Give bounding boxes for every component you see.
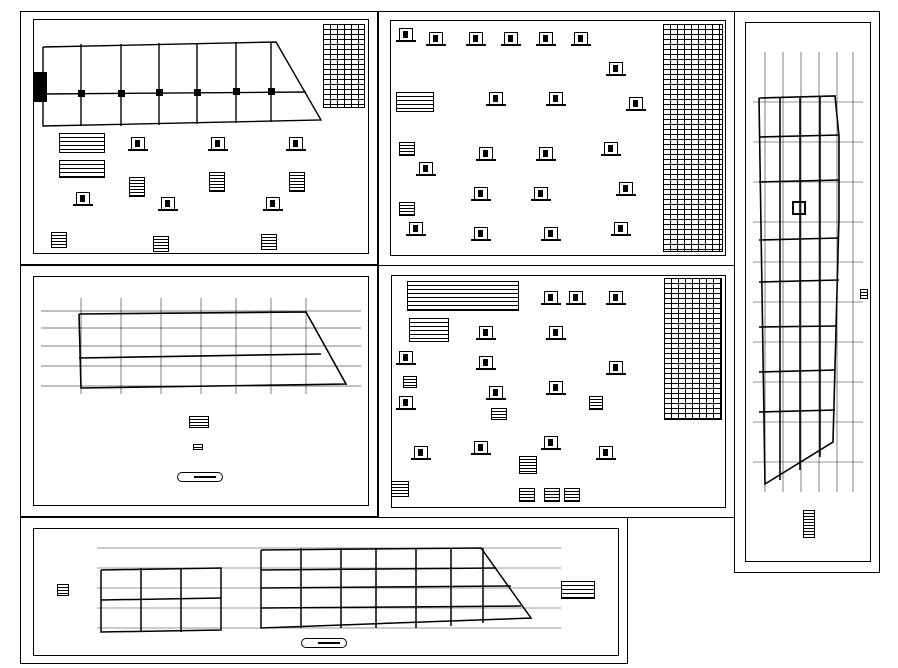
schedule-table-1b [59, 160, 105, 178]
scale-legend [177, 472, 223, 482]
column-detail-icon [471, 187, 491, 201]
drawing-sheet-2[interactable] [378, 11, 736, 266]
title-block-1 [323, 24, 365, 108]
legend-note [803, 510, 815, 538]
rebar-section [564, 488, 580, 502]
column-detail-icon [486, 92, 506, 106]
rebar-section [519, 488, 535, 502]
rebar-section [544, 488, 560, 502]
column-detail-icon [416, 162, 436, 176]
rebar-section [153, 236, 169, 252]
drawing-sheet-1[interactable] [20, 11, 378, 265]
footing-detail-icon [396, 396, 416, 410]
footing-detail-icon [541, 291, 561, 305]
sheet-6-border [33, 528, 619, 656]
schedule-table-6 [561, 581, 595, 599]
footing-detail-icon [73, 192, 93, 206]
column-detail-icon [606, 62, 626, 76]
sheet-4-border [391, 275, 726, 508]
drawing-sheet-3[interactable] [20, 265, 378, 517]
rebar-section [589, 396, 603, 410]
footing-detail-icon [471, 441, 491, 455]
footing-detail-icon [476, 326, 496, 340]
drawing-sheet-6[interactable] [20, 517, 628, 664]
column-detail-icon [536, 147, 556, 161]
rebar-section [391, 481, 409, 497]
grid-plan-drawing [41, 298, 361, 394]
column-detail-icon [501, 32, 521, 46]
rebar-section [51, 232, 67, 248]
column-detail-icon [616, 182, 636, 196]
column-detail-icon [426, 32, 446, 46]
drawing-sheet-5[interactable] [734, 11, 880, 573]
rebar-section [289, 172, 305, 192]
footing-detail-icon [396, 351, 416, 365]
sheet-1-border [33, 19, 369, 254]
footing-detail-icon [158, 197, 178, 211]
schedule-table-4b [407, 281, 519, 311]
column-detail-icon [611, 222, 631, 236]
footing-detail-icon [606, 291, 626, 305]
title-block-4 [664, 278, 722, 420]
schedule-table-4a [409, 318, 449, 342]
column-detail-icon [396, 28, 416, 42]
footing-detail-icon [596, 446, 616, 460]
schedule-table-1a [59, 133, 105, 153]
scale-legend [301, 638, 347, 648]
column-detail-icon [541, 227, 561, 241]
column-detail-icon [626, 97, 646, 111]
legend-note [860, 289, 868, 299]
footing-detail-icon [541, 436, 561, 450]
rebar-section [129, 177, 145, 197]
column-detail-icon [531, 187, 551, 201]
sheet-2-border [390, 20, 726, 256]
tall-plan-drawing [753, 52, 863, 492]
column-detail-icon [601, 142, 621, 156]
foundation-plan-drawing [33, 41, 323, 127]
rebar-section [519, 456, 537, 474]
footing-detail-icon [208, 137, 228, 151]
column-detail-icon [571, 32, 591, 46]
footing-detail-icon [566, 291, 586, 305]
footing-detail-icon [128, 137, 148, 151]
footing-detail-icon [546, 326, 566, 340]
column-detail-icon [466, 32, 486, 46]
rebar-section [261, 234, 277, 250]
long-plan-drawing [97, 547, 561, 633]
footing-detail-icon [606, 361, 626, 375]
rebar-section [403, 376, 417, 388]
sheet-3-border [33, 276, 369, 506]
schedule-table-2 [396, 92, 434, 112]
rebar-section [209, 172, 225, 192]
column-detail-icon [471, 227, 491, 241]
footing-detail-icon [546, 381, 566, 395]
rebar-section [399, 142, 415, 156]
column-detail-icon [536, 32, 556, 46]
column-detail-icon [406, 222, 426, 236]
footing-detail-icon [286, 137, 306, 151]
column-detail-icon [476, 147, 496, 161]
legend-note [57, 584, 69, 596]
legend-note [189, 416, 209, 428]
footing-detail-icon [486, 386, 506, 400]
legend-note [193, 444, 203, 450]
footing-detail-icon [411, 446, 431, 460]
rebar-section [399, 202, 415, 216]
column-detail-icon [546, 92, 566, 106]
footing-detail-icon [476, 356, 496, 370]
footing-detail-icon [263, 197, 283, 211]
title-block-2 [663, 24, 723, 252]
drawing-sheet-4[interactable] [378, 265, 736, 518]
rebar-section [491, 408, 507, 420]
sheet-5-border [745, 22, 871, 562]
